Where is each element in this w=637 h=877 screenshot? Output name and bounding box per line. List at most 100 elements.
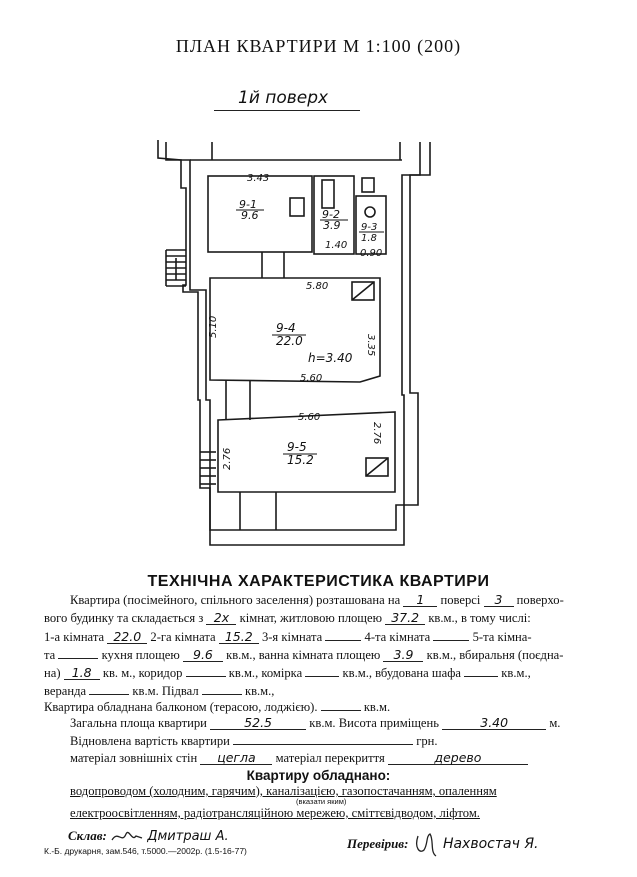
tech-l7-text-b: кв.м. bbox=[363, 700, 391, 714]
tech-line-2: вого будинку та складається з 2х кімнат,… bbox=[44, 611, 531, 626]
room-9-2-area: 3.9 bbox=[323, 219, 341, 232]
field-veranda bbox=[89, 683, 130, 695]
tech-line-9: Відновлена вартість квартири грн. bbox=[70, 733, 438, 749]
tech-line-5: на) 1.8 кв. м., коридор кв.м., комірка к… bbox=[44, 665, 531, 681]
dim-r4-top: 5.80 bbox=[306, 281, 328, 292]
room-9-1-area: 9.6 bbox=[241, 209, 259, 222]
tech-line-10: матеріал зовнішніх стін цегла матеріал п… bbox=[70, 751, 528, 766]
tech-l1-text-a: Квартира (посімейного, спільного заселен… bbox=[70, 593, 401, 607]
tech-l5-text-b: кв. м., коридор bbox=[102, 666, 183, 680]
field-total-area: 52.5 bbox=[210, 716, 307, 730]
dim-r1-top: 3.43 bbox=[247, 173, 269, 184]
dim-r4-left: 5.10 bbox=[208, 316, 219, 338]
room-9-1-id: 9-1 bbox=[239, 198, 257, 211]
tech-l4-text-b: кухня площею bbox=[101, 648, 180, 662]
equipment-hint: (вказати яким) bbox=[296, 797, 347, 806]
tech-l3-text-b: 2-га кімната bbox=[150, 630, 216, 644]
tech-l8-text-a: Загальна площа квартири bbox=[70, 716, 207, 730]
floor-label-underline bbox=[214, 110, 360, 111]
tech-line-8: Загальна площа квартири 52.5 кв.м. Висот… bbox=[70, 716, 560, 731]
tech-l3-text-e: 5-та кімна- bbox=[472, 630, 532, 644]
tech-l4-text-d: кв.м., вбиральня (поєдна- bbox=[426, 648, 564, 662]
field-room-5 bbox=[58, 647, 99, 659]
field-wc: 1.8 bbox=[63, 666, 100, 680]
plan-labels: 3.43 1.40 0.90 5.80 5.10 3.35 5.60 5.60 … bbox=[208, 173, 384, 470]
checked-name: Нахвостач Я. bbox=[442, 835, 539, 852]
composed-by: Склав: Дмитраш А. bbox=[68, 828, 229, 846]
tech-line-4: та кухня площею 9.6 кв.м., ванна кімната… bbox=[44, 647, 563, 663]
floor-label: 1й поверх bbox=[238, 88, 329, 108]
print-info: К.-Б. друкарня, зам.546, т.5000.—2002р. … bbox=[44, 846, 247, 856]
room-9-3-id: 9-3 bbox=[361, 222, 377, 233]
tech-l7-text-a: Квартира обладнана балконом (терасою, ло… bbox=[44, 700, 318, 714]
tech-l5-text-c: кв.м., комірка bbox=[228, 666, 303, 680]
tech-l4-text-c: кв.м., ванна кімната площею bbox=[226, 648, 381, 662]
tech-line-3: 1-а кімната 22.0 2-га кімната 15.2 3-я к… bbox=[44, 629, 532, 645]
field-wardrobe bbox=[464, 665, 499, 677]
tech-l1-text-b: поверсі bbox=[440, 593, 481, 607]
room-9-3-area: 1.8 bbox=[361, 233, 377, 244]
tech-line-6: веранда кв.м. Підвал кв.м., bbox=[44, 683, 274, 699]
tech-l5-text-d: кв.м., вбудована шафа bbox=[342, 666, 461, 680]
equipment-title: Квартиру обладнано: bbox=[246, 768, 391, 783]
signature-checked-icon bbox=[415, 833, 437, 857]
composed-label: Склав: bbox=[68, 828, 107, 843]
tech-line-7: Квартира обладнана балконом (терасою, ло… bbox=[44, 699, 390, 715]
tech-l6-text-b: кв.м. Підвал bbox=[132, 684, 199, 698]
field-walls: цегла bbox=[200, 751, 273, 765]
field-room-3 bbox=[325, 629, 362, 641]
tech-l6-text-c: кв.м., bbox=[244, 684, 275, 698]
field-living-area: 37.2 bbox=[385, 611, 426, 625]
field-basement bbox=[201, 683, 242, 695]
dim-r4-bottom: 5.60 bbox=[300, 373, 322, 384]
equipment-line-1: водопроводом (холодним, гарячим), каналі… bbox=[70, 784, 497, 798]
field-value bbox=[233, 733, 414, 745]
tech-l2-text-a: вого будинку та складається з bbox=[44, 611, 204, 625]
room-9-4-id: 9-4 bbox=[276, 321, 296, 335]
room-9-5-area: 15.2 bbox=[287, 453, 314, 467]
plan-walls bbox=[157, 140, 431, 546]
dim-r4-right: 3.35 bbox=[365, 334, 376, 356]
tech-l10-text-b: матеріал перекриття bbox=[275, 751, 385, 765]
tech-l5-text-e: кв.м., bbox=[501, 666, 531, 680]
tech-l10-text-a: матеріал зовнішніх стін bbox=[70, 751, 198, 765]
field-floors-total: 3 bbox=[483, 593, 514, 607]
field-height: 3.40 bbox=[442, 716, 547, 730]
tech-l1-text-c: поверхо- bbox=[516, 593, 564, 607]
dim-r5-right: 2.76 bbox=[371, 422, 382, 444]
tech-l2-text-b: кімнат, житловою площею bbox=[239, 611, 382, 625]
field-rooms-count: 2х bbox=[206, 611, 237, 625]
field-storage bbox=[305, 665, 340, 677]
room-9-4-area: 22.0 bbox=[276, 334, 303, 348]
field-balcony bbox=[320, 699, 361, 711]
tech-l9-text-a: Відновлена вартість квартири bbox=[70, 734, 230, 748]
tech-l6-text-a: веранда bbox=[44, 684, 87, 698]
tech-l8-text-c: м. bbox=[549, 716, 561, 730]
dim-r3-bottom: 0.90 bbox=[360, 248, 382, 259]
dim-r5-top: 5.60 bbox=[298, 412, 320, 423]
ceiling-height: h=3.40 bbox=[308, 351, 353, 365]
tech-line-1: Квартира (посімейного, спільного заселен… bbox=[70, 593, 564, 608]
room-9-2-id: 9-2 bbox=[322, 208, 340, 221]
tech-l3-text-a: 1-а кімната bbox=[44, 630, 105, 644]
tech-l9-text-b: грн. bbox=[416, 734, 438, 748]
field-corridor bbox=[185, 665, 226, 677]
field-bathroom: 3.9 bbox=[383, 648, 424, 662]
checked-by: Перевірив: Нахвостач Я. bbox=[347, 832, 539, 858]
tech-l5-text-a: на) bbox=[44, 666, 61, 680]
dim-r5-left: 2.76 bbox=[222, 448, 233, 470]
tech-l4-text-a: та bbox=[44, 648, 56, 662]
field-room-2: 15.2 bbox=[218, 630, 259, 644]
composed-name: Дмитраш А. bbox=[147, 829, 229, 844]
dim-r2-bottom: 1.40 bbox=[325, 240, 347, 251]
signature-composed-icon bbox=[111, 831, 143, 841]
field-room-1: 22.0 bbox=[107, 630, 148, 644]
field-room-4 bbox=[433, 629, 470, 641]
equipment-line-2: електроосвітленням, радіотрансляційною м… bbox=[70, 806, 480, 820]
field-floor: 1 bbox=[403, 593, 438, 607]
room-9-5-id: 9-5 bbox=[287, 440, 307, 454]
tech-l3-text-c: 3-я кімната bbox=[261, 630, 323, 644]
tech-section-title: ТЕХНІЧНА ХАРАКТЕРИСТИКА КВАРТИРИ bbox=[147, 573, 490, 590]
page-title: ПЛАН КВАРТИРИ М 1:100 (200) bbox=[175, 36, 462, 56]
